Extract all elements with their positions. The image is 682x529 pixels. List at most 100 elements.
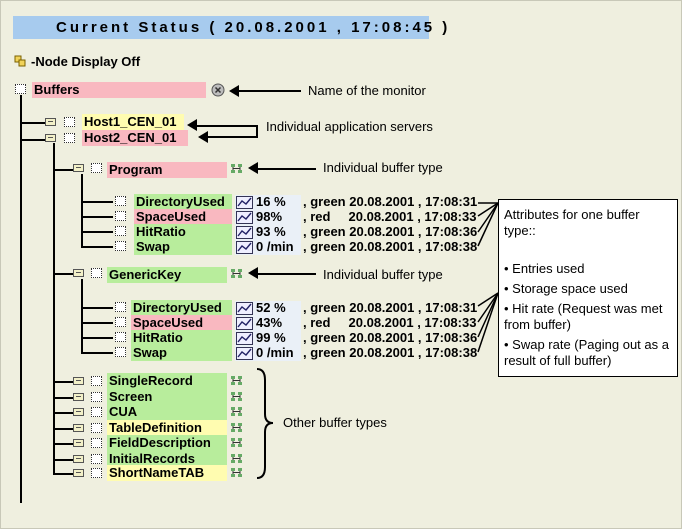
folder-collapsed-icon[interactable]: [45, 118, 56, 126]
attribute-node-icon[interactable]: [115, 226, 126, 236]
network-icon[interactable]: [230, 453, 244, 465]
graph-icon[interactable]: [236, 347, 253, 360]
other-buffers-annotation: Other buffer types: [283, 415, 387, 430]
close-circle-icon[interactable]: [211, 83, 225, 97]
description-item: • Entries used: [504, 261, 585, 276]
attribute-node-icon[interactable]: [115, 332, 126, 342]
attribute-node-icon[interactable]: [115, 317, 126, 327]
folder-collapsed-icon[interactable]: [73, 424, 84, 432]
network-icon[interactable]: [230, 268, 244, 280]
network-icon[interactable]: [230, 406, 244, 418]
buffer-type-annotation: Individual buffer type: [323, 160, 443, 175]
root-node-icon[interactable]: [15, 84, 26, 94]
monitor-root-label[interactable]: Buffers: [32, 82, 206, 98]
attribute-swap[interactable]: Swap: [134, 239, 232, 255]
folder-open-icon[interactable]: [73, 164, 84, 172]
folder-collapsed-icon[interactable]: [73, 408, 84, 416]
tree-line: [20, 95, 22, 503]
attribute-directory-used[interactable]: DirectoryUsed: [131, 300, 232, 316]
attribute-status: , green 20.08.2001 , 17:08:36: [303, 330, 478, 345]
tree-line: [81, 352, 113, 354]
graph-icon[interactable]: [236, 196, 253, 209]
folder-open-icon[interactable]: [73, 269, 84, 277]
tree-line: [53, 412, 73, 414]
network-icon[interactable]: [230, 437, 244, 449]
arrow-line: [206, 136, 256, 138]
folder-collapsed-icon[interactable]: [73, 377, 84, 385]
buffer-table-definition[interactable]: TableDefinition: [107, 420, 227, 436]
network-icon[interactable]: [230, 163, 244, 175]
buffer-node-icon[interactable]: [91, 392, 102, 402]
buffer-field-description[interactable]: FieldDescription: [107, 435, 227, 451]
buffer-cua[interactable]: CUA: [107, 404, 227, 420]
network-icon[interactable]: [230, 391, 244, 403]
network-icon[interactable]: [230, 422, 244, 434]
attribute-directory-used[interactable]: DirectoryUsed: [134, 194, 232, 210]
arrow-head-icon: [229, 85, 239, 97]
attribute-node-icon[interactable]: [115, 196, 126, 206]
graph-icon[interactable]: [236, 226, 253, 239]
arrow-head-icon: [248, 162, 258, 174]
buffer-node-icon[interactable]: [91, 438, 102, 448]
description-item: • Storage space used: [504, 281, 628, 296]
buffer-node-icon[interactable]: [91, 163, 102, 173]
arrow-head-icon: [198, 131, 208, 143]
host1-label[interactable]: Host1_CEN_01: [82, 114, 184, 130]
description-item: • Swap rate (Paging out as a result of f…: [504, 337, 669, 368]
folder-collapsed-icon[interactable]: [73, 393, 84, 401]
node-display-icon[interactable]: [14, 55, 27, 68]
network-icon[interactable]: [230, 375, 244, 387]
tree-line: [81, 337, 113, 339]
tree-line: [81, 246, 113, 248]
graph-icon[interactable]: [236, 211, 253, 224]
root-annotation: Name of the monitor: [308, 83, 426, 98]
graph-icon[interactable]: [236, 302, 253, 315]
node-display-label[interactable]: -Node Display Off: [31, 54, 141, 69]
graph-icon[interactable]: [236, 332, 253, 345]
buffer-node-icon[interactable]: [91, 268, 102, 278]
host-node-icon[interactable]: [64, 117, 75, 127]
buffer-short-name-tab[interactable]: ShortNameTAB: [107, 465, 227, 481]
attribute-swap[interactable]: Swap: [131, 345, 232, 361]
attribute-value: 93 %: [256, 224, 286, 239]
buffer-screen[interactable]: Screen: [107, 389, 227, 405]
attribute-hit-ratio[interactable]: HitRatio: [131, 330, 232, 346]
attribute-node-icon[interactable]: [115, 302, 126, 312]
arrow-head-icon: [187, 119, 197, 131]
program-buffer-label[interactable]: Program: [107, 162, 227, 178]
attribute-status: , red 20.08.2001 , 17:08:33: [303, 209, 477, 224]
attribute-value: 99 %: [256, 330, 286, 345]
attribute-value: 98%: [256, 209, 283, 224]
buffer-node-icon[interactable]: [91, 407, 102, 417]
graph-icon[interactable]: [236, 317, 253, 330]
tree-line: [53, 143, 55, 473]
buffer-node-icon[interactable]: [91, 454, 102, 464]
buffer-single-record[interactable]: SingleRecord: [107, 373, 227, 389]
folder-collapsed-icon[interactable]: [73, 469, 84, 477]
attribute-space-used[interactable]: SpaceUsed: [134, 209, 232, 225]
buffer-initial-records[interactable]: InitialRecords: [107, 451, 227, 467]
generic-key-buffer-label[interactable]: GenericKey: [107, 267, 227, 283]
arrow-line: [254, 273, 316, 275]
attribute-node-icon[interactable]: [115, 347, 126, 357]
buffer-node-icon[interactable]: [91, 468, 102, 478]
host-node-icon[interactable]: [64, 133, 75, 143]
graph-icon[interactable]: [236, 241, 253, 254]
attribute-value: 0 /min: [256, 239, 294, 254]
connector-arrows: [477, 202, 499, 353]
buffer-type-annotation: Individual buffer type: [323, 267, 443, 282]
arrow-line: [233, 90, 301, 92]
buffer-node-icon[interactable]: [91, 423, 102, 433]
folder-open-icon[interactable]: [45, 134, 56, 142]
folder-collapsed-icon[interactable]: [73, 439, 84, 447]
folder-collapsed-icon[interactable]: [73, 455, 84, 463]
attribute-status: , green 20.08.2001 , 17:08:31: [303, 194, 478, 209]
attribute-hit-ratio[interactable]: HitRatio: [134, 224, 232, 240]
buffer-node-icon[interactable]: [91, 376, 102, 386]
host2-label[interactable]: Host2_CEN_01: [82, 130, 188, 146]
attribute-node-icon[interactable]: [115, 211, 126, 221]
network-icon[interactable]: [230, 467, 244, 479]
attribute-space-used[interactable]: SpaceUsed: [131, 315, 232, 331]
attribute-node-icon[interactable]: [115, 241, 126, 251]
